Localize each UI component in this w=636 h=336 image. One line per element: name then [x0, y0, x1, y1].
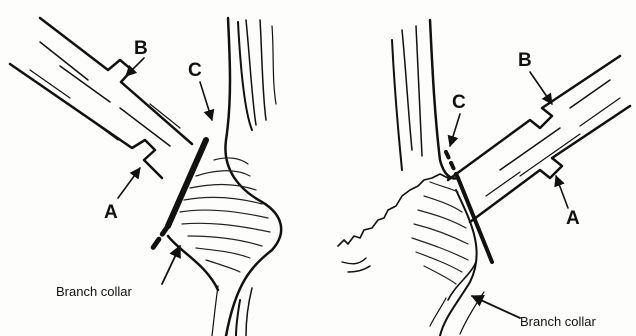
left-caption-branch-collar: Branch collar: [56, 284, 133, 299]
right-arrow-collar: [472, 296, 520, 318]
left-arrow-a: [118, 168, 140, 198]
left-arrow-c: [200, 82, 212, 120]
right-arrow-b: [530, 72, 552, 104]
right-lower-bark: [342, 258, 366, 264]
left-illustration: B C A Branch collar: [10, 18, 281, 336]
right-arrow-c: [450, 114, 460, 146]
left-label-a: A: [104, 202, 118, 223]
right-label-b: B: [518, 50, 532, 71]
left-final-cut-line: [168, 140, 206, 226]
right-illustration: B C A Branch collar: [338, 20, 630, 336]
right-caption-branch-collar: Branch collar: [520, 314, 597, 329]
left-cut-extension: [150, 226, 168, 252]
right-torn-bark-edge: [338, 174, 448, 246]
right-final-cut-line: [458, 178, 492, 262]
right-trunk: [392, 20, 484, 336]
left-label-c: C: [188, 60, 202, 81]
left-branch: [10, 18, 192, 178]
right-label-c: C: [452, 92, 466, 113]
left-arrow-collar: [162, 246, 180, 284]
right-lower-bark-2: [348, 266, 370, 272]
right-branch: [448, 56, 630, 222]
left-trunk: [168, 18, 281, 336]
right-arrow-a: [556, 176, 568, 208]
right-label-a: A: [566, 208, 580, 229]
left-label-b: B: [134, 38, 148, 59]
